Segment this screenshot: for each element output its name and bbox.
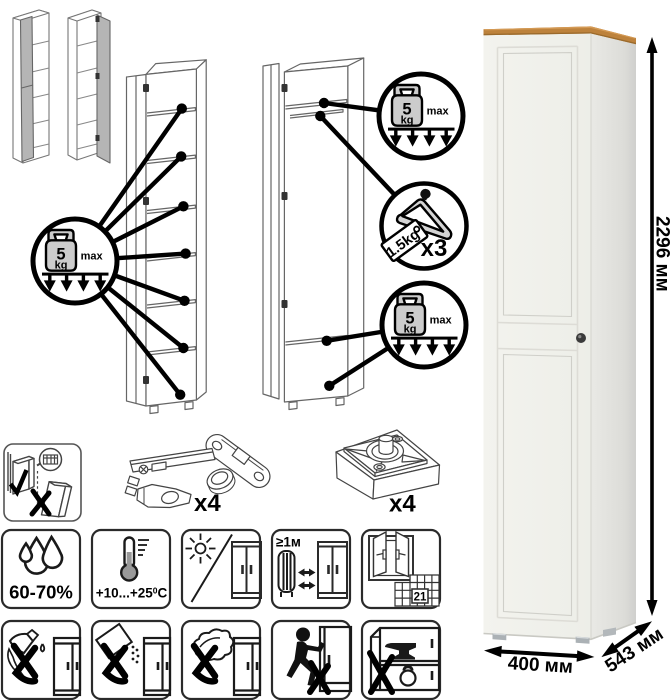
svg-text:+10...+250С: +10...+250С [96,586,168,601]
svg-text:21: 21 [414,592,427,604]
svg-text:400 мм: 400 мм [507,653,573,678]
svg-text:2296 мм: 2296 мм [652,216,672,292]
svg-text:x4: x4 [389,491,416,518]
svg-text:≥1м: ≥1м [276,535,301,550]
svg-text:x4: x4 [194,490,221,517]
svg-text:x3: x3 [421,235,448,262]
svg-text:60-70%: 60-70% [9,582,73,603]
